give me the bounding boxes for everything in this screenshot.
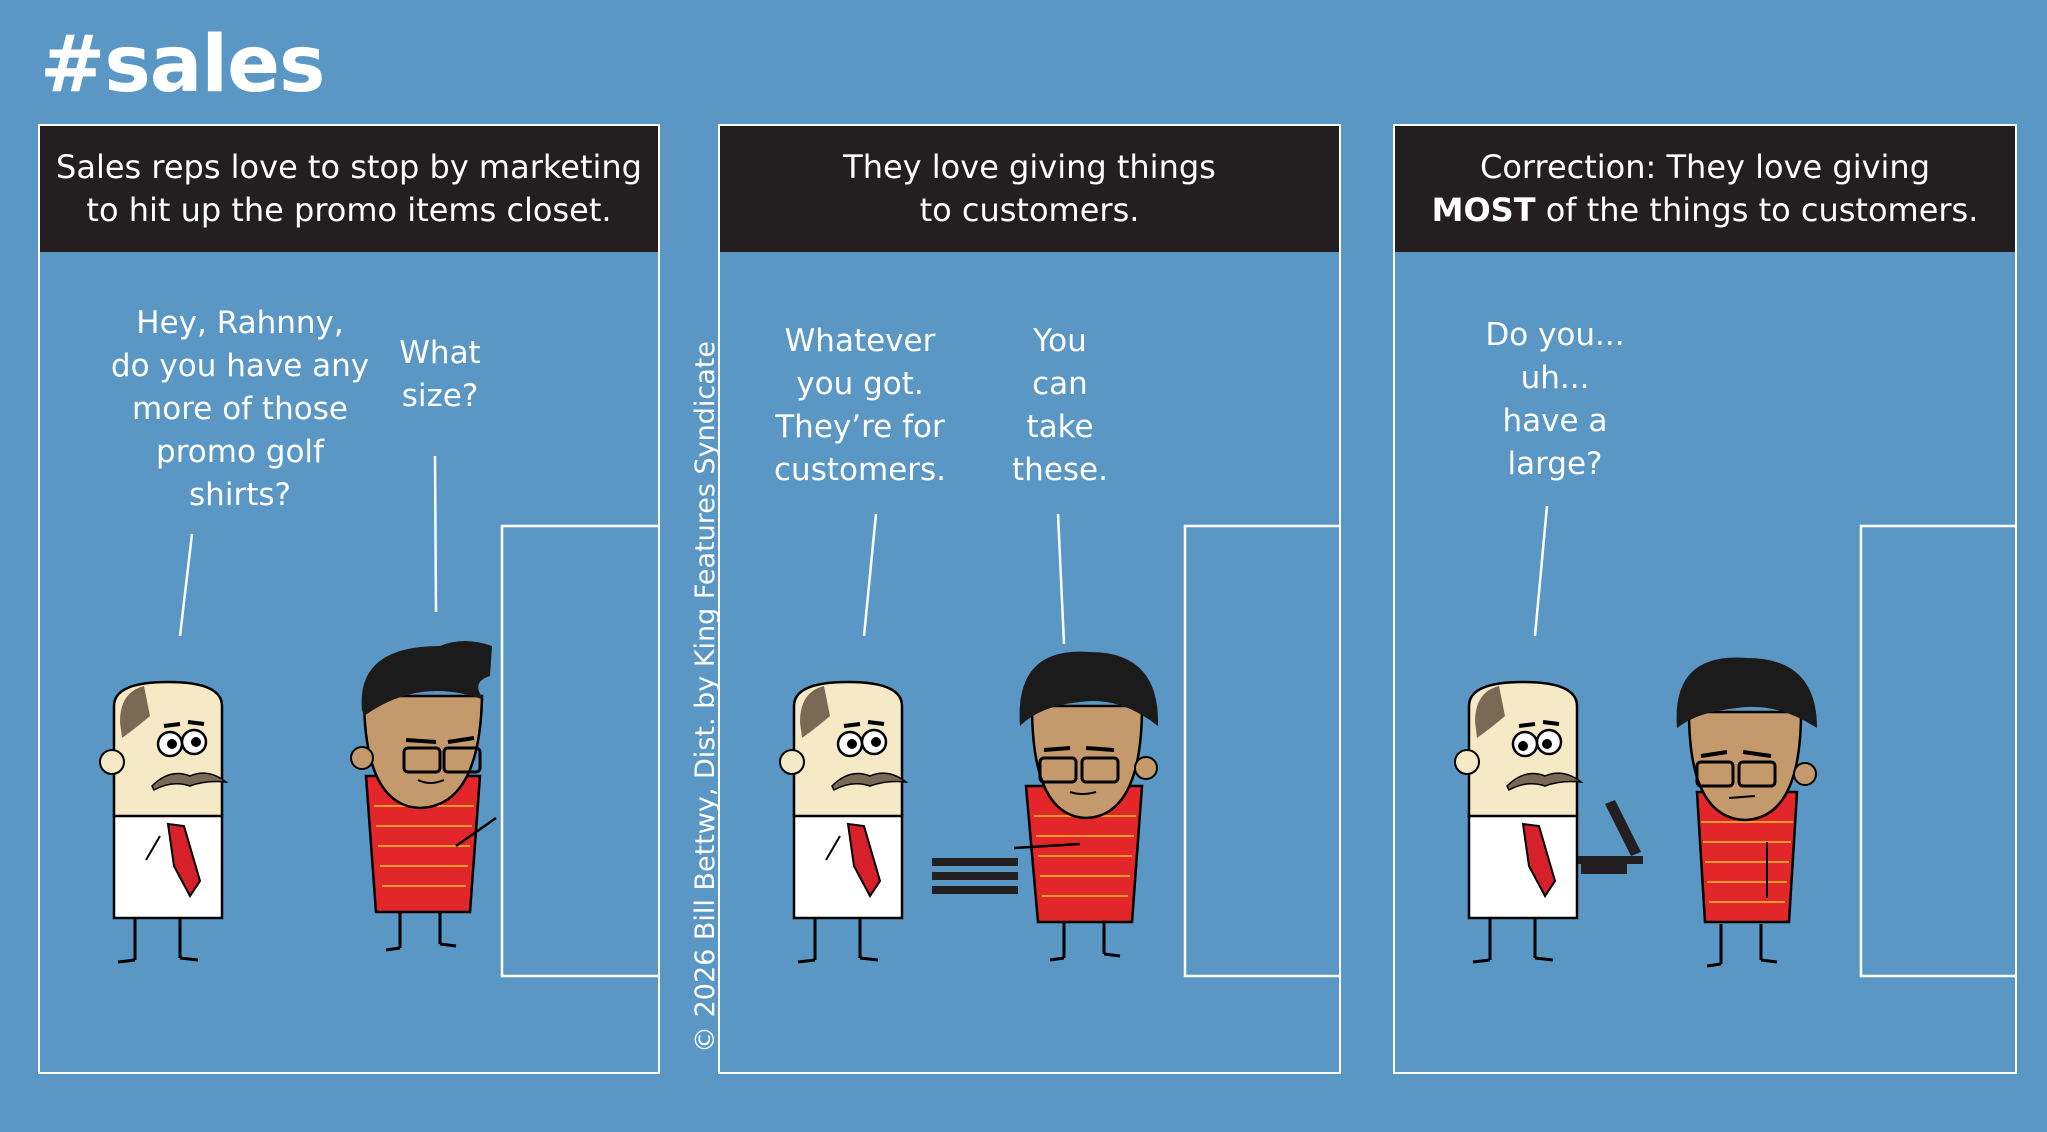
- panel-2: They love giving things to customers.: [718, 124, 1341, 1074]
- closet-door: [1183, 524, 1341, 978]
- speech-tail: [1533, 505, 1549, 637]
- speech-tail: [433, 455, 438, 613]
- salesman-character: [99, 680, 229, 964]
- rahnny-character: [1013, 651, 1159, 962]
- panel-1: Sales reps love to stop by marketing to …: [38, 124, 660, 1074]
- rahnny-speech: You can take these.: [1012, 323, 1108, 488]
- caption-line-2: of the things to customers.: [1535, 191, 1979, 229]
- rahnny-speech: What size?: [399, 335, 481, 414]
- caption-emphasis: MOST: [1431, 191, 1536, 229]
- salesman-speech: Do you... uh... have a large?: [1485, 317, 1625, 482]
- rahnny-character: [1676, 657, 1817, 968]
- speech-tail: [1056, 513, 1066, 645]
- copyright-credit: © 2026 Bill Bettwy, Dist. by King Featur…: [690, 340, 721, 1053]
- salesman-speech: Hey, Rahnny, do you have any more of tho…: [110, 305, 370, 513]
- panel-1-art: [99, 455, 660, 978]
- rahnny-character: [350, 641, 497, 952]
- panel-1-caption: Sales reps love to stop by marketing to …: [40, 126, 658, 252]
- caption-line-1: Correction: They love giving: [1479, 148, 1930, 186]
- salesman-speech: Whatever you got. They’re for customers.: [774, 323, 946, 488]
- panel-2-caption: They love giving things to customers.: [720, 126, 1339, 252]
- salesman-character: [1454, 680, 1584, 964]
- panel-3-art: [1454, 505, 2017, 978]
- panel-2-art: [779, 513, 1341, 978]
- speech-tail: [862, 513, 878, 637]
- salesman-character: [779, 680, 909, 964]
- shirt-stack: [932, 858, 1018, 894]
- strip-title: #sales: [40, 20, 325, 110]
- closet-door: [500, 524, 660, 978]
- speech-tail: [178, 533, 194, 637]
- closet-door: [1859, 524, 2017, 978]
